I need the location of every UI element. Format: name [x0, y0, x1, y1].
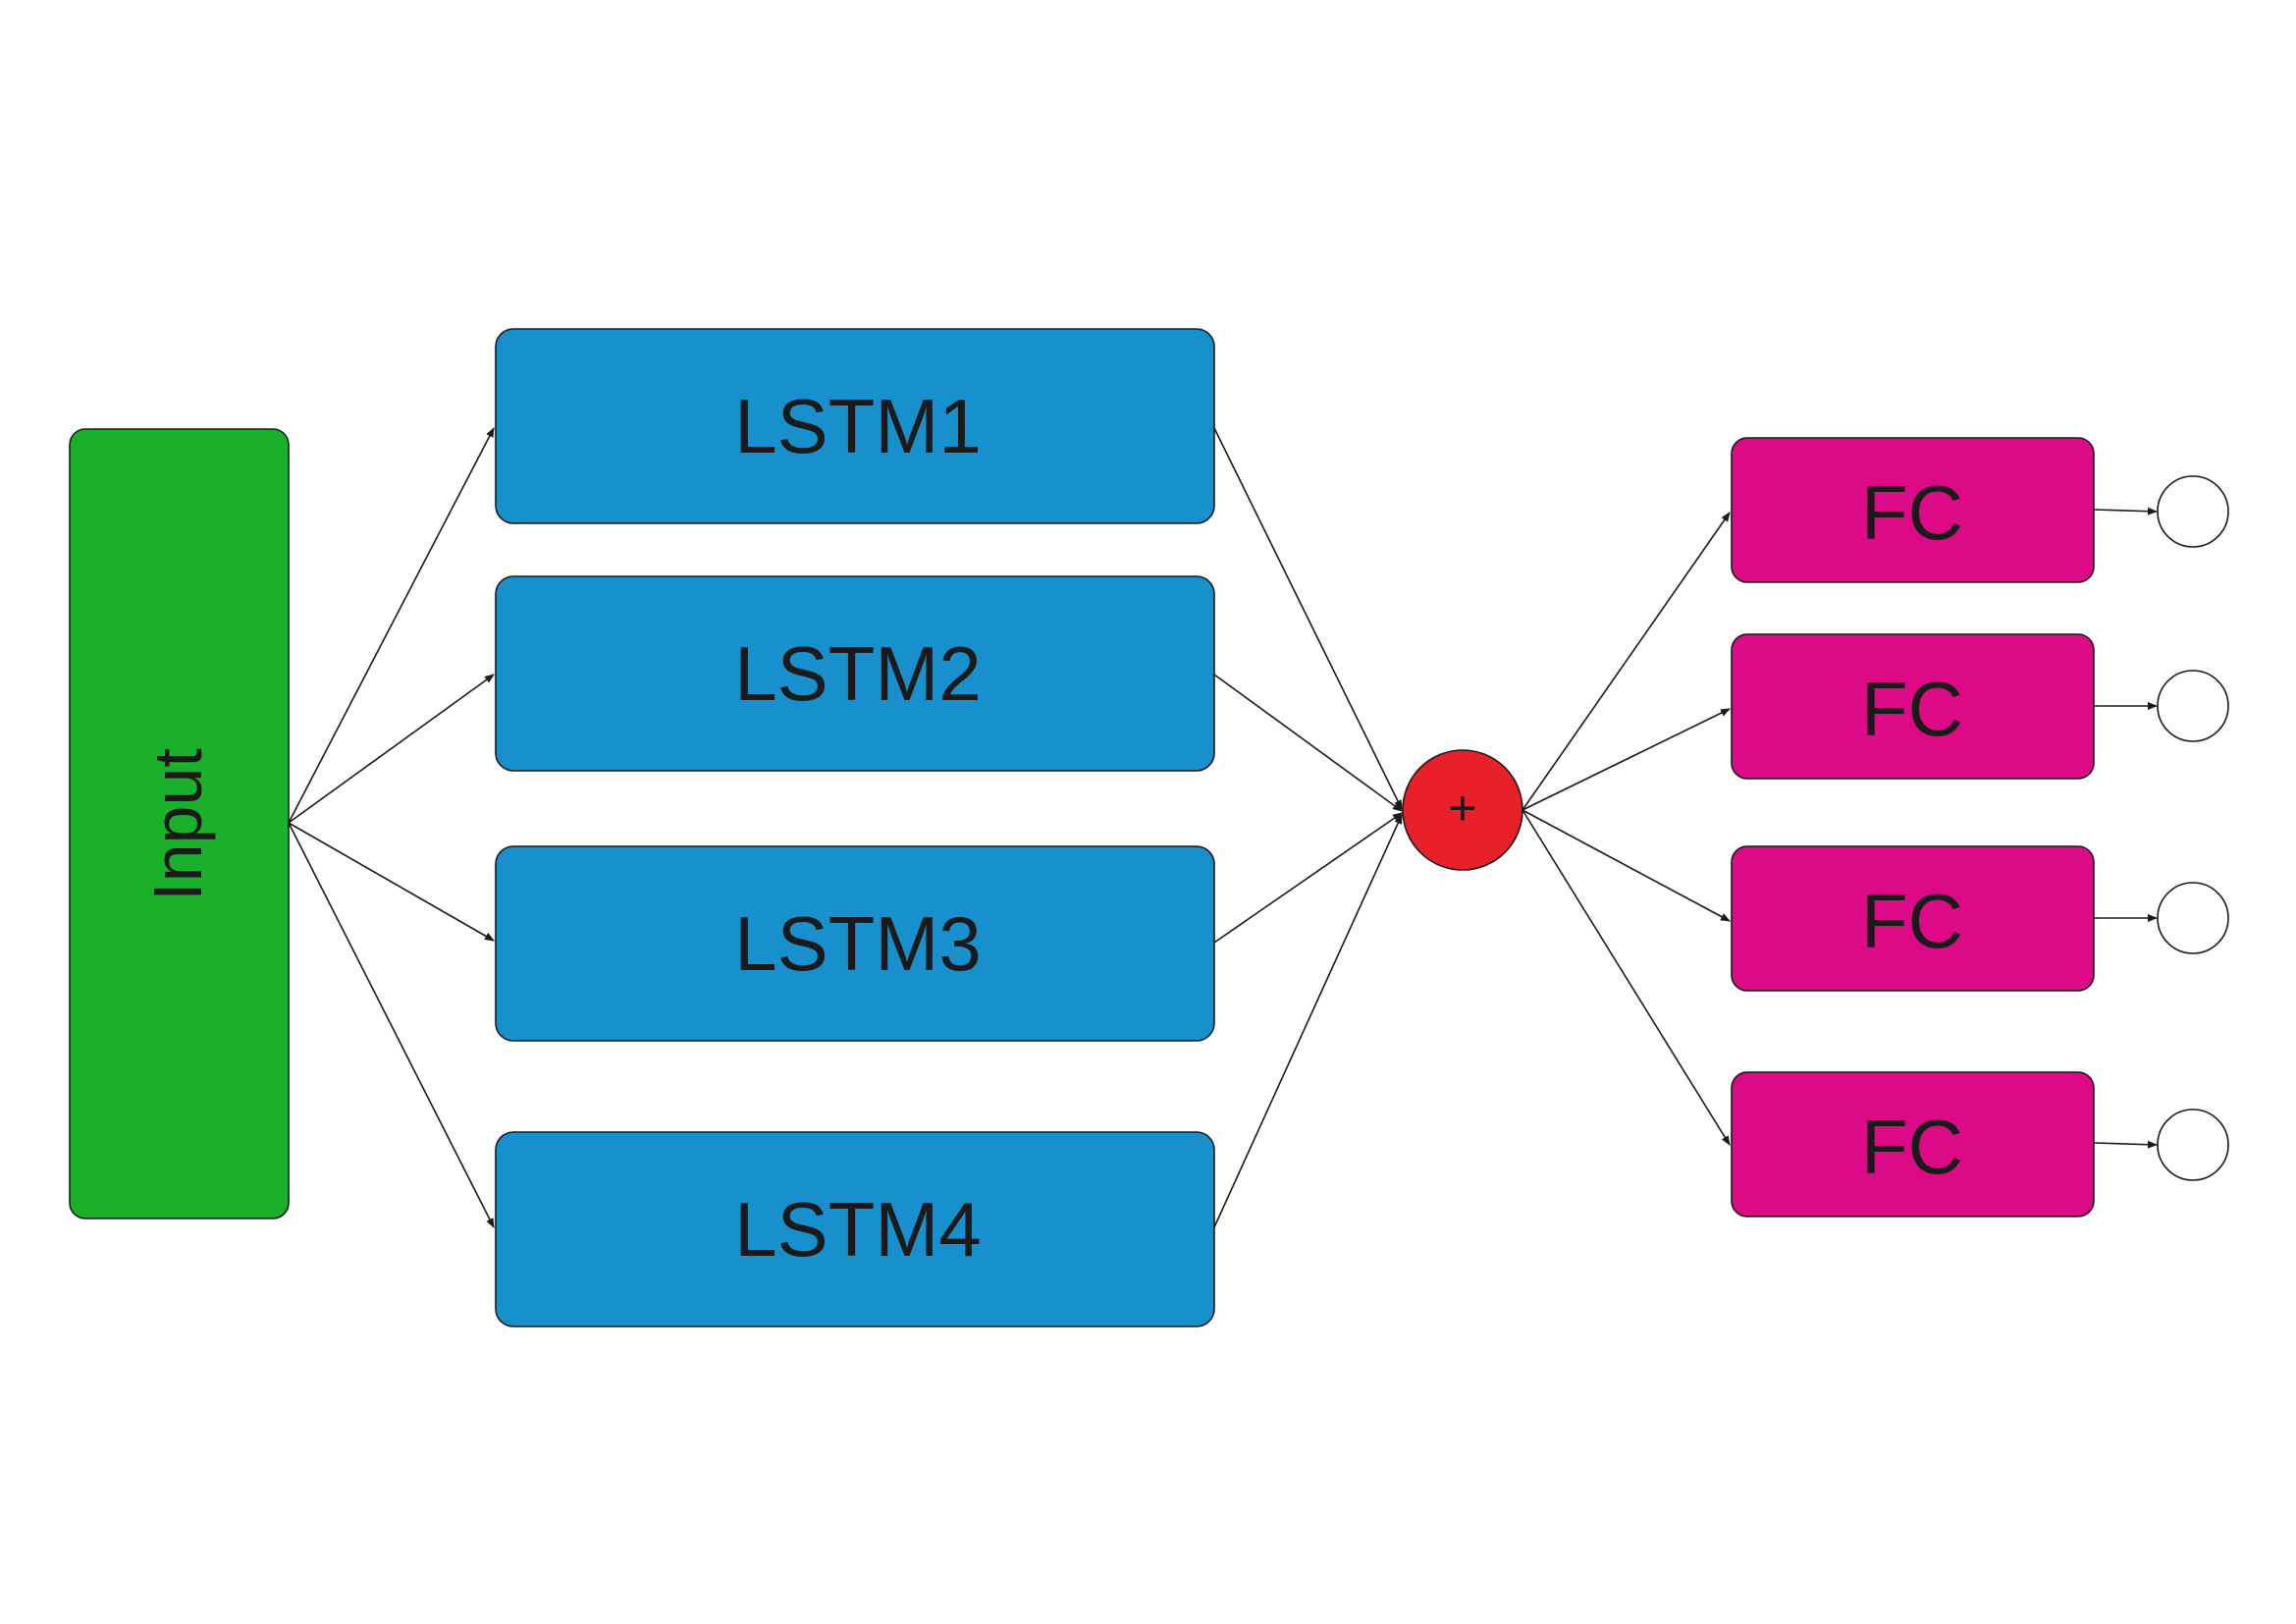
- lstm-box: [495, 1131, 1215, 1327]
- input-box: [69, 428, 290, 1219]
- lstm-box: [495, 328, 1215, 524]
- lstm-node-1: LSTM1: [495, 328, 1215, 524]
- edge-input-lstm2: [288, 674, 495, 824]
- edge-input-lstm4: [288, 822, 495, 1228]
- edge-fc1-output: [2093, 507, 2158, 515]
- fc-box: [1731, 845, 2095, 992]
- output-node-1: [2157, 475, 2229, 548]
- edge-fc4-output: [2093, 1140, 2158, 1149]
- output-node-4: [2157, 1109, 2229, 1181]
- fc-label: FC: [1861, 1104, 1963, 1190]
- lstm-box: [495, 575, 1215, 772]
- edge-input-lstm1: [288, 427, 495, 824]
- lstm-label: LSTM3: [734, 900, 981, 987]
- lstm-label: LSTM4: [734, 1186, 981, 1272]
- lstm-label: LSTM1: [734, 383, 981, 469]
- edge-input-lstm3: [288, 822, 495, 942]
- fc-node-3: FC: [1731, 845, 2095, 992]
- edges: [288, 427, 2158, 1228]
- fc-node-2: FC: [1731, 633, 2095, 780]
- lstm-label: LSTM2: [734, 630, 981, 717]
- sum-label: +: [1448, 781, 1476, 836]
- fc-box: [1731, 633, 2095, 780]
- sum-node: +: [1402, 749, 1523, 871]
- lstm-node-2: LSTM2: [495, 575, 1215, 772]
- lstm-box: [495, 845, 1215, 1042]
- fc-box: [1731, 437, 2095, 583]
- edge-lstm3-sum: [1213, 812, 1403, 944]
- edge-lstm1-sum: [1213, 427, 1403, 810]
- fc-label: FC: [1861, 469, 1963, 556]
- fc-label: FC: [1861, 878, 1963, 964]
- fc-box: [1731, 1071, 2095, 1218]
- output-node-2: [2157, 670, 2229, 742]
- fc-node-4: FC: [1731, 1071, 2095, 1218]
- lstm-node-4: LSTM4: [495, 1131, 1215, 1327]
- lstm-node-3: LSTM3: [495, 845, 1215, 1042]
- edge-sum-fc3: [1522, 809, 1731, 922]
- sum-circle: [1402, 749, 1523, 871]
- output-node-3: [2157, 882, 2229, 954]
- edge-lstm4-sum: [1213, 814, 1403, 1228]
- input-label: Input: [139, 748, 216, 901]
- edge-sum-fc1: [1522, 512, 1731, 811]
- edge-sum-fc2: [1522, 708, 1731, 811]
- fc-label: FC: [1861, 666, 1963, 752]
- fc-node-1: FC: [1731, 437, 2095, 583]
- input-node: Input: [69, 428, 290, 1219]
- edge-lstm2-sum: [1213, 674, 1403, 812]
- edge-sum-fc4: [1522, 809, 1731, 1146]
